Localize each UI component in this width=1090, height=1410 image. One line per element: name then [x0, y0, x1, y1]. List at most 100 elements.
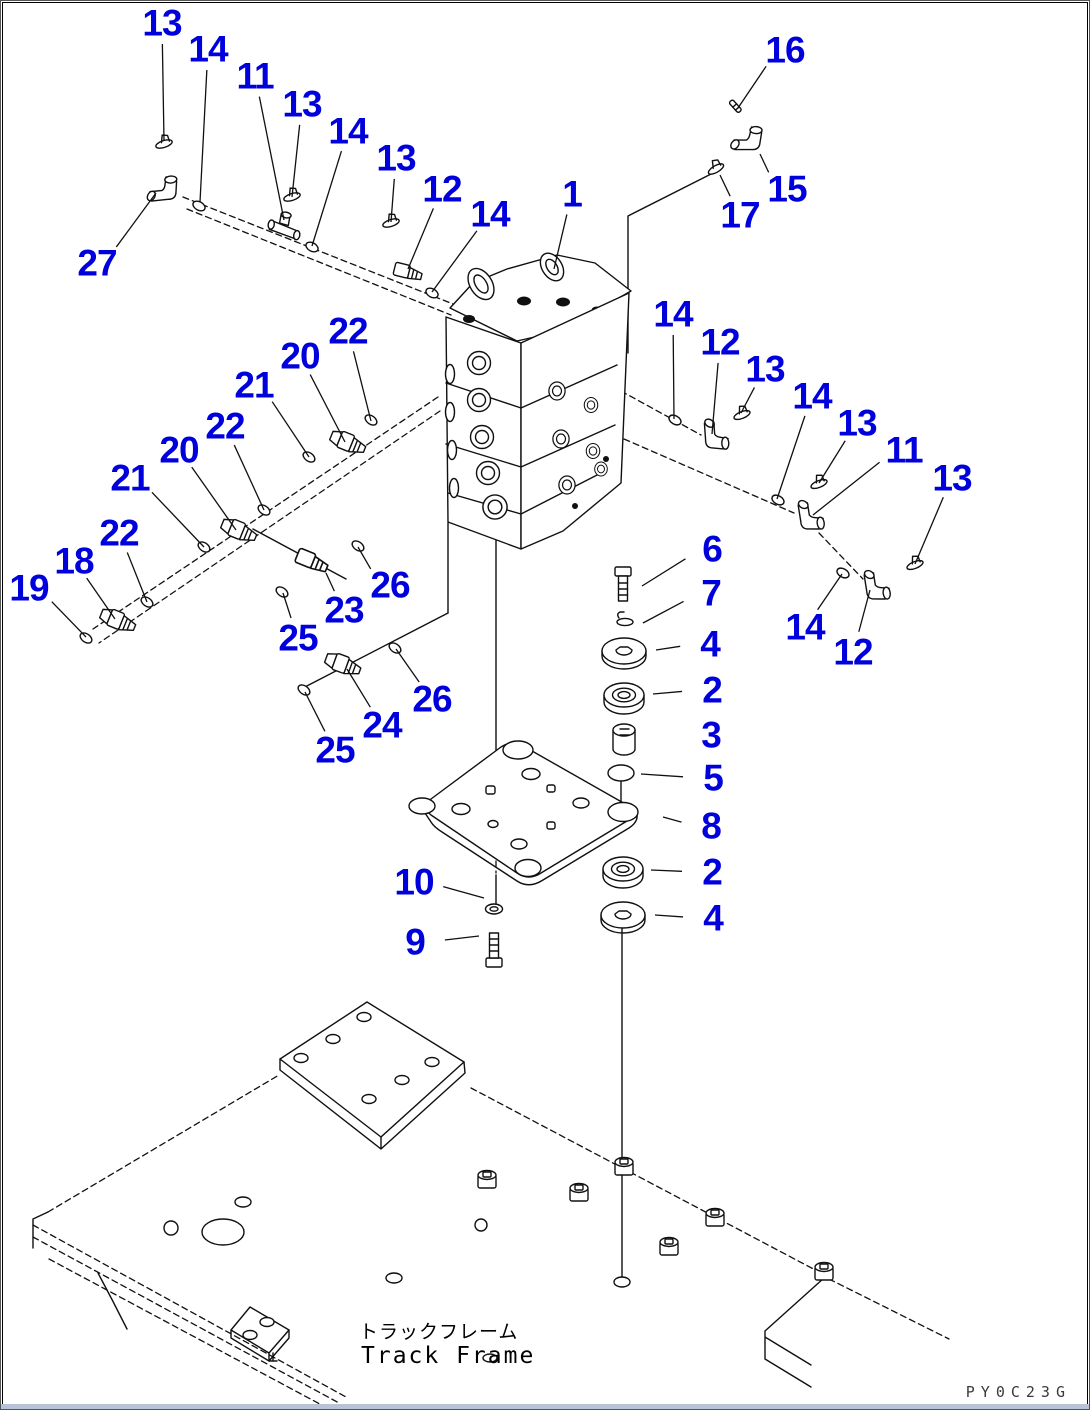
leader-line-22 — [352, 351, 372, 422]
leader-line-27 — [115, 192, 157, 248]
callout-13: 13 — [142, 2, 182, 44]
callout-7: 7 — [701, 572, 722, 614]
leader-line-7 — [642, 600, 684, 624]
leader-line-14 — [776, 415, 806, 500]
control-valve-body — [444, 252, 632, 550]
leader-line-16 — [737, 65, 767, 109]
frame-bracket-left — [230, 1306, 290, 1362]
callout-20: 20 — [159, 429, 199, 471]
callout-12: 12 — [833, 631, 873, 673]
leader-line-21 — [271, 401, 310, 458]
leader-line-14 — [431, 230, 478, 293]
callout-22: 22 — [99, 512, 139, 554]
callout-23: 23 — [324, 589, 364, 631]
track-frame — [32, 1001, 950, 1409]
callout-25: 25 — [278, 617, 318, 659]
leader-line-20 — [309, 374, 346, 443]
callout-14: 14 — [785, 606, 825, 648]
leader-line-25 — [282, 592, 292, 619]
callout-2: 2 — [702, 669, 723, 711]
frame-mounting-pad — [279, 1001, 466, 1150]
leader-line-12 — [858, 589, 871, 632]
leader-line-18 — [86, 577, 116, 620]
callout-11: 11 — [885, 429, 923, 471]
bolt-6 — [614, 566, 632, 602]
leader-line-13 — [390, 178, 395, 223]
leader-line-14 — [311, 150, 343, 247]
leader-line-4 — [655, 645, 681, 651]
callout-leader-lines — [51, 43, 944, 941]
leader-line-6 — [641, 558, 686, 587]
leader-line-14 — [817, 573, 843, 611]
mounting-plate-8 — [408, 740, 639, 886]
leader-line-11 — [258, 96, 285, 221]
lower-stack — [484, 856, 646, 968]
leader-line-22 — [126, 552, 148, 603]
leader-line-1 — [553, 214, 568, 270]
callout-13: 13 — [837, 402, 877, 444]
track-frame-label-jp: トラックフレーム — [359, 1321, 519, 1343]
fitting-23 — [293, 547, 331, 575]
leader-line-26 — [395, 648, 420, 683]
callout-13: 13 — [745, 348, 785, 390]
leader-line-13 — [818, 440, 846, 484]
callout-25: 25 — [315, 729, 355, 771]
callout-24: 24 — [362, 704, 402, 746]
callout-8: 8 — [701, 805, 722, 847]
track-frame-label-en: Track Frame — [361, 1343, 536, 1369]
leader-line-20 — [191, 466, 237, 531]
leader-line-19 — [51, 601, 87, 638]
leader-line-8 — [662, 816, 682, 823]
callout-2: 2 — [702, 851, 723, 893]
leader-line-14 — [199, 69, 208, 203]
leader-line-26 — [357, 546, 372, 570]
leader-line-9 — [444, 935, 480, 941]
callout-4: 4 — [700, 623, 721, 665]
callout-18: 18 — [54, 540, 94, 582]
leader-line-22 — [233, 444, 265, 511]
callout-14: 14 — [328, 110, 368, 152]
adapter-12 — [392, 261, 424, 283]
callout-21: 21 — [234, 364, 274, 406]
callout-12: 12 — [422, 168, 462, 210]
callout-12: 12 — [700, 321, 740, 363]
leader-line-4 — [654, 914, 684, 918]
leader-line-24 — [346, 668, 371, 708]
callout-13: 13 — [282, 83, 322, 125]
callout-14: 14 — [653, 293, 693, 335]
callout-14: 14 — [470, 193, 510, 235]
callout-21: 21 — [110, 457, 150, 499]
callout-17: 17 — [720, 194, 760, 236]
callout-5: 5 — [703, 757, 724, 799]
ring-5 — [607, 764, 635, 782]
bolt-stack — [601, 566, 647, 782]
leader-line-11 — [812, 461, 880, 516]
callout-27: 27 — [77, 242, 117, 284]
bottom-edge-strip — [1, 1404, 1089, 1409]
callout-14: 14 — [188, 28, 228, 70]
leader-line-25 — [304, 691, 326, 732]
leader-line-13 — [740, 387, 756, 414]
leader-line-17 — [719, 174, 731, 197]
leader-line-14 — [672, 334, 675, 420]
grommet-2a — [603, 682, 645, 715]
leader-line-21 — [151, 491, 205, 548]
leader-line-15 — [759, 153, 770, 173]
frame-bracket-right — [764, 1277, 825, 1388]
washer-4b — [600, 901, 646, 934]
leader-line-13 — [161, 43, 165, 142]
callout-4: 4 — [703, 897, 724, 939]
callout-20: 20 — [280, 335, 320, 377]
ring-10 — [484, 903, 504, 915]
callout-11: 11 — [236, 55, 274, 97]
leader-line-2 — [650, 869, 683, 872]
bolt-9 — [485, 932, 503, 968]
callout-26: 26 — [370, 564, 410, 606]
callout-6: 6 — [702, 528, 723, 570]
callout-19: 19 — [9, 567, 49, 609]
callout-13: 13 — [376, 137, 416, 179]
callout-26: 26 — [412, 678, 452, 720]
callout-3: 3 — [701, 714, 722, 756]
